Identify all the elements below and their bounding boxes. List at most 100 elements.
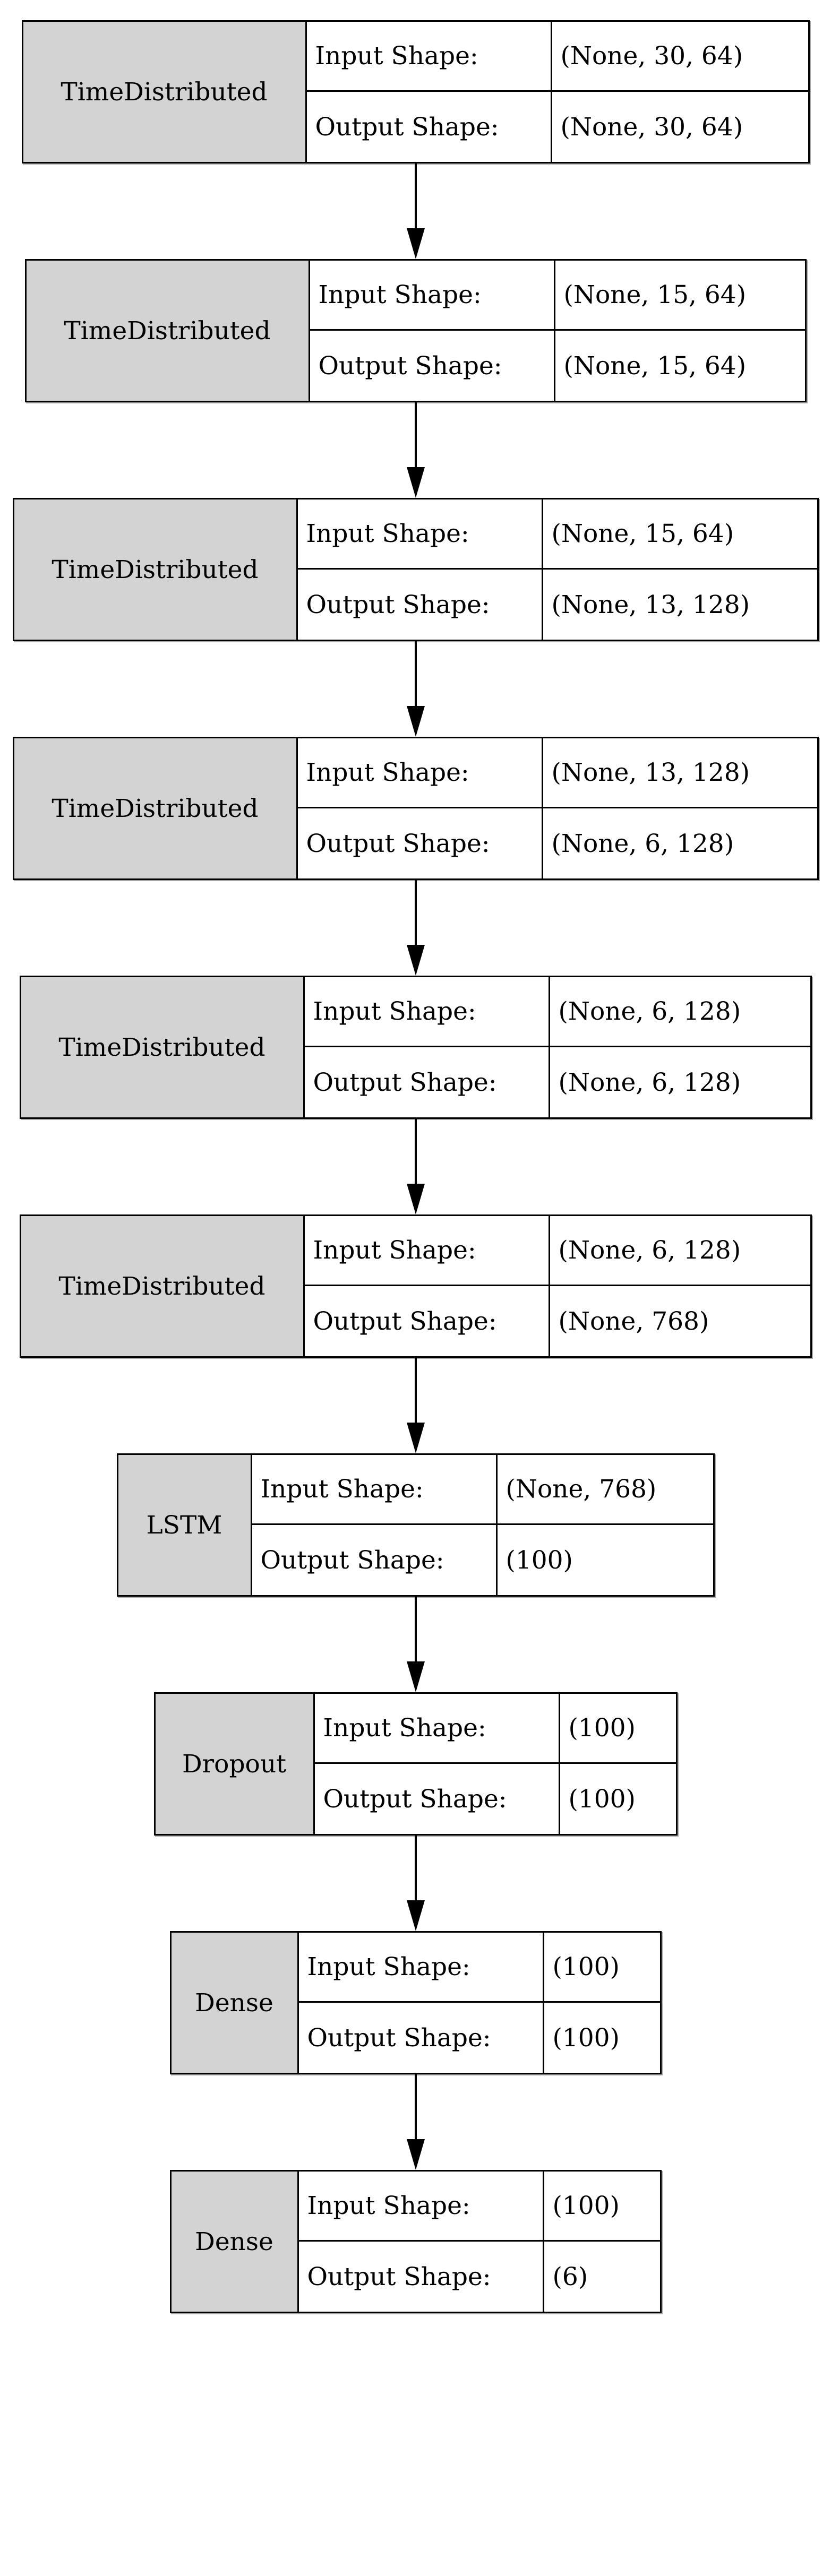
output-shape-label: Output Shape:	[313, 1306, 497, 1336]
output-shape-label: Output Shape:	[318, 351, 502, 381]
edge-arrow-shaft	[414, 880, 417, 945]
output-shape-value: (6)	[552, 2262, 588, 2291]
output-shape-label: Output Shape:	[323, 1784, 507, 1814]
layer-name-cell: TimeDistributed	[14, 738, 298, 878]
shape-value-column: (100) (100)	[560, 1694, 676, 1834]
edge-arrow-head	[406, 1423, 425, 1453]
shape-value-column: (None, 13, 128) (None, 6, 128)	[543, 738, 817, 878]
layer-name-cell: Dropout	[155, 1694, 315, 1834]
shape-label-column: Input Shape:Output Shape:	[304, 977, 550, 1117]
edge-arrow-head	[406, 1900, 425, 1931]
layer-name-text: TimeDistributed	[52, 555, 259, 584]
shape-label-column: Input Shape: Output Shape:	[298, 1933, 544, 2073]
layer-name-text: Dense	[195, 1988, 273, 2018]
edge-arrow-head	[406, 467, 425, 498]
edge-arrow-shaft	[414, 641, 417, 707]
input-shape-label: Input Shape:	[306, 22, 551, 92]
shape-value-column: (None, 6, 128)(None, 768)	[550, 1216, 810, 1356]
layer-name-cell: Dense	[171, 2172, 299, 2312]
input-shape-value: (None, 13, 128)	[543, 738, 817, 808]
edge-arrow-icon	[406, 641, 425, 737]
output-shape-value: (None, 30, 64)	[560, 112, 743, 142]
input-shape-label: Input Shape:	[304, 977, 549, 1047]
edge-arrow-head	[406, 228, 425, 259]
output-shape-value: (100)	[552, 2023, 620, 2053]
layer-node-timedistributed: TimeDistributed Input Shape:Output Shape:…	[19, 976, 812, 1119]
layer-name-text: TimeDistributed	[58, 1032, 265, 1062]
output-shape-label: Output Shape:	[307, 2023, 491, 2053]
edge-arrow-shaft	[414, 1358, 417, 1423]
edge-arrow-shaft	[414, 2074, 417, 2140]
shape-label-column: Input Shape:Output Shape:	[297, 499, 543, 640]
input-shape-value: (100)	[544, 1933, 660, 2003]
edge-arrow-icon	[406, 163, 425, 259]
layer-name-cell: TimeDistributed	[23, 22, 307, 162]
layer-name-text: TimeDistributed	[52, 794, 259, 823]
output-shape-value: (100)	[506, 1545, 573, 1575]
input-shape-label: Input Shape:	[314, 1694, 559, 1764]
input-shape-label: Input Shape:	[310, 261, 554, 331]
shape-label-column: Input Shape: Output Shape:	[304, 1216, 550, 1356]
edge-arrow-shaft	[414, 1836, 417, 1901]
input-shape-value: (None, 6, 128)	[550, 977, 810, 1047]
output-shape-label: Output Shape:	[260, 1545, 444, 1575]
shape-value-column: (100) (6)	[544, 2172, 660, 2312]
input-shape-value: (100)	[544, 2172, 660, 2242]
edge-arrow-icon	[406, 1597, 425, 1692]
edge-arrow-shaft	[414, 402, 417, 468]
shape-value-column: (None, 768) (100)	[497, 1455, 713, 1595]
output-shape-label: Output Shape:	[307, 2262, 491, 2291]
layer-node-timedistributed: TimeDistributed Input Shape: Output Shape:…	[21, 20, 810, 163]
layer-name-text: Dense	[195, 2227, 273, 2256]
shape-value-column: (None, 6, 128) (None, 6, 128)	[550, 977, 810, 1117]
output-shape-value: (None, 13, 128)	[551, 590, 750, 619]
layer-name-text: LSTM	[146, 1510, 222, 1540]
input-shape-value: (None, 6, 128)	[550, 1216, 810, 1286]
layer-node-dense: Dense Input Shape: Output Shape: (100) (100)	[169, 1931, 662, 2074]
layer-node-timedistributed: TimeDistributed Input Shape:Output Shape:…	[12, 498, 819, 641]
output-shape-value: (None, 6, 128)	[558, 1067, 741, 1097]
layer-node-timedistributed: TimeDistributed Input Shape:Output Shape:…	[12, 737, 819, 880]
shape-label-column: Input Shape: Output Shape:	[298, 2172, 544, 2312]
layer-name-text: Dropout	[182, 1749, 286, 1779]
shape-value-column: (None, 30, 64)(None, 30, 64)	[552, 22, 808, 162]
output-shape-label: Output Shape:	[315, 112, 499, 142]
shape-label-column: Input Shape:Output Shape:	[297, 738, 543, 878]
input-shape-label: Input Shape:	[298, 1933, 543, 2003]
edge-arrow-head	[406, 2139, 425, 2170]
layer-name-cell: Dense	[171, 1933, 299, 2073]
layer-node-dense: Dense Input Shape: Output Shape: (100) (6)	[169, 2170, 662, 2313]
layer-node-timedistributed: TimeDistributed Input Shape: Output Shape:…	[24, 259, 807, 402]
input-shape-value: (None, 15, 64)	[555, 261, 805, 331]
shape-value-column: (100) (100)	[544, 1933, 660, 2073]
shape-value-column: (None, 15, 64)(None, 13, 128)	[543, 499, 817, 640]
input-shape-label: Input Shape:	[298, 2172, 543, 2242]
shape-label-column: Input Shape: Output Shape:	[314, 1694, 560, 1834]
layer-name-cell: TimeDistributed	[21, 977, 305, 1117]
layer-name-text: TimeDistributed	[64, 316, 271, 346]
output-shape-label: Output Shape:	[306, 590, 490, 619]
edge-arrow-shaft	[414, 1119, 417, 1184]
layer-name-cell: LSTM	[118, 1455, 252, 1595]
edge-arrow-icon	[406, 402, 425, 498]
edge-arrow-head	[406, 945, 425, 976]
shape-label-column: Input Shape: Output Shape:	[306, 22, 552, 162]
shape-value-column: (None, 15, 64) (None, 15, 64)	[555, 261, 805, 401]
edge-arrow-icon	[406, 2074, 425, 2170]
edge-arrow-icon	[406, 1836, 425, 1931]
edge-arrow-icon	[406, 1119, 425, 1214]
output-shape-value: (None, 15, 64)	[563, 351, 747, 381]
edge-arrow-shaft	[414, 1597, 417, 1662]
input-shape-label: Input Shape:	[304, 1216, 549, 1286]
output-shape-value: (100)	[568, 1784, 636, 1814]
output-shape-value: (None, 6, 128)	[551, 829, 734, 858]
edge-arrow-head	[406, 1661, 425, 1692]
layer-name-text: TimeDistributed	[61, 77, 268, 107]
shape-label-column: Input Shape: Output Shape:	[310, 261, 555, 401]
edge-arrow-icon	[406, 1358, 425, 1453]
edge-arrow-icon	[406, 880, 425, 976]
input-shape-value: (100)	[560, 1694, 676, 1764]
input-shape-value: (None, 768)	[497, 1455, 713, 1525]
layer-name-text: TimeDistributed	[58, 1271, 265, 1301]
